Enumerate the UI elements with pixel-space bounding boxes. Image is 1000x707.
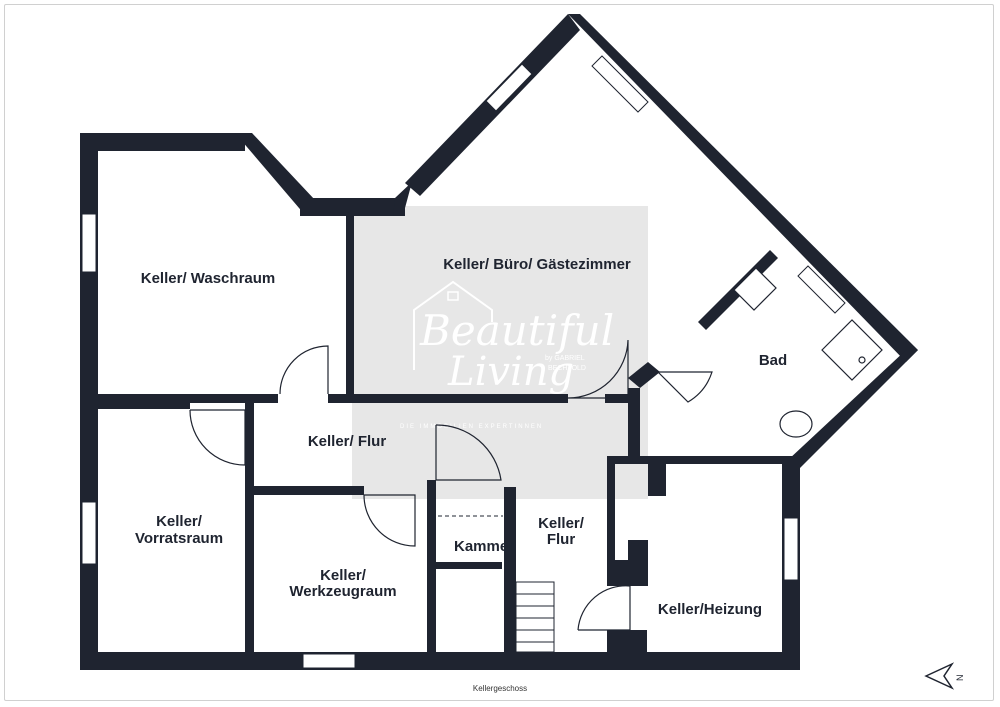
window-werkzeug [302,653,356,669]
wall-kammer-left [427,480,436,652]
door-werkzeug [363,494,416,547]
label-werkzeug-1: Keller/ [320,567,367,584]
label-kammer: Kammer [454,538,514,555]
stairs [507,581,555,653]
shower-drain-icon [858,356,866,364]
wall-buero-lower [628,388,640,458]
floor-caption: Kellergeschoss [472,684,528,693]
watermark-tagline: DIE IMMOBILIEN EXPERTINNEN [400,424,543,430]
room-labels: Keller/ Waschraum Keller/ Büro/ Gästezim… [135,256,787,618]
north-arrow: N [924,662,965,690]
shower-icon [821,319,883,381]
watermark-side-2: BECHTOLD [548,365,586,372]
wall-heizung-pillar [648,456,666,496]
window-heizung [783,517,799,581]
watermark-script-2: Living [447,349,574,395]
watermark-side-1: by GABRIEL [545,355,585,362]
watermark-box [352,206,648,499]
wall-joint [393,182,412,216]
wall-top-left [80,133,245,151]
label-buero: Keller/ Büro/ Gästezimmer [443,256,631,273]
wall-diagonal-upper-right [568,14,918,362]
wall-buero-door-jamb [628,362,660,388]
label-flur-lower-2: Flur [547,531,575,548]
wall-waschraum-buero [346,216,354,394]
wall-werkzeug-top [254,486,364,495]
label-bad: Bad [759,352,787,369]
sink-icon [733,267,777,311]
wall-kammer-right [504,487,516,652]
label-flur-upper: Keller/ Flur [308,433,387,450]
door-kammer [435,424,502,481]
watermark-logo [413,280,493,370]
wall-heizung-bottom-block [607,630,647,652]
doors [189,339,713,631]
door-buero [567,339,629,399]
wall-vorrat-top [98,403,190,409]
label-vorrat-2: Vorratsraum [135,530,223,547]
bath-fixtures [733,267,883,438]
wall-heizung-top [607,456,797,464]
sheet-border [4,4,994,701]
door-waschraum [279,345,329,395]
wall-kammer-bottom [436,562,502,569]
door-bad [656,371,713,403]
watermark-script-1: Beautiful [419,306,614,355]
north-arrow-icon [924,662,955,690]
wall-flur-top [328,394,568,403]
north-letter: N [955,675,965,682]
door-vorrat [189,409,246,466]
window-waschraum [81,213,97,273]
wall-waschraum-bottom-left [98,394,278,403]
wall-diagonal-lower-right [788,350,918,468]
label-vorrat-1: Keller/ [156,513,203,530]
label-heizung: Keller/Heizung [658,601,762,618]
wall-top-middle [300,198,405,216]
window-buero-left [485,63,533,112]
label-flur-lower-1: Keller/ [538,515,585,532]
window-buero-right [591,55,649,113]
wall-flur-heizung [607,456,615,586]
door-heizung [577,585,631,631]
wall-diagonal-left [235,133,315,215]
wall-vorrat-right [245,403,254,652]
toilet-icon [779,410,813,438]
window-vorrat [81,501,97,565]
wall-heizung-block-2 [628,540,648,586]
wall-outer-bottom [80,652,800,670]
window-bad [797,265,846,314]
label-waschraum: Keller/ Waschraum [141,270,276,287]
label-werkzeug-2: Werkzeugraum [289,583,396,600]
windows [81,55,846,669]
